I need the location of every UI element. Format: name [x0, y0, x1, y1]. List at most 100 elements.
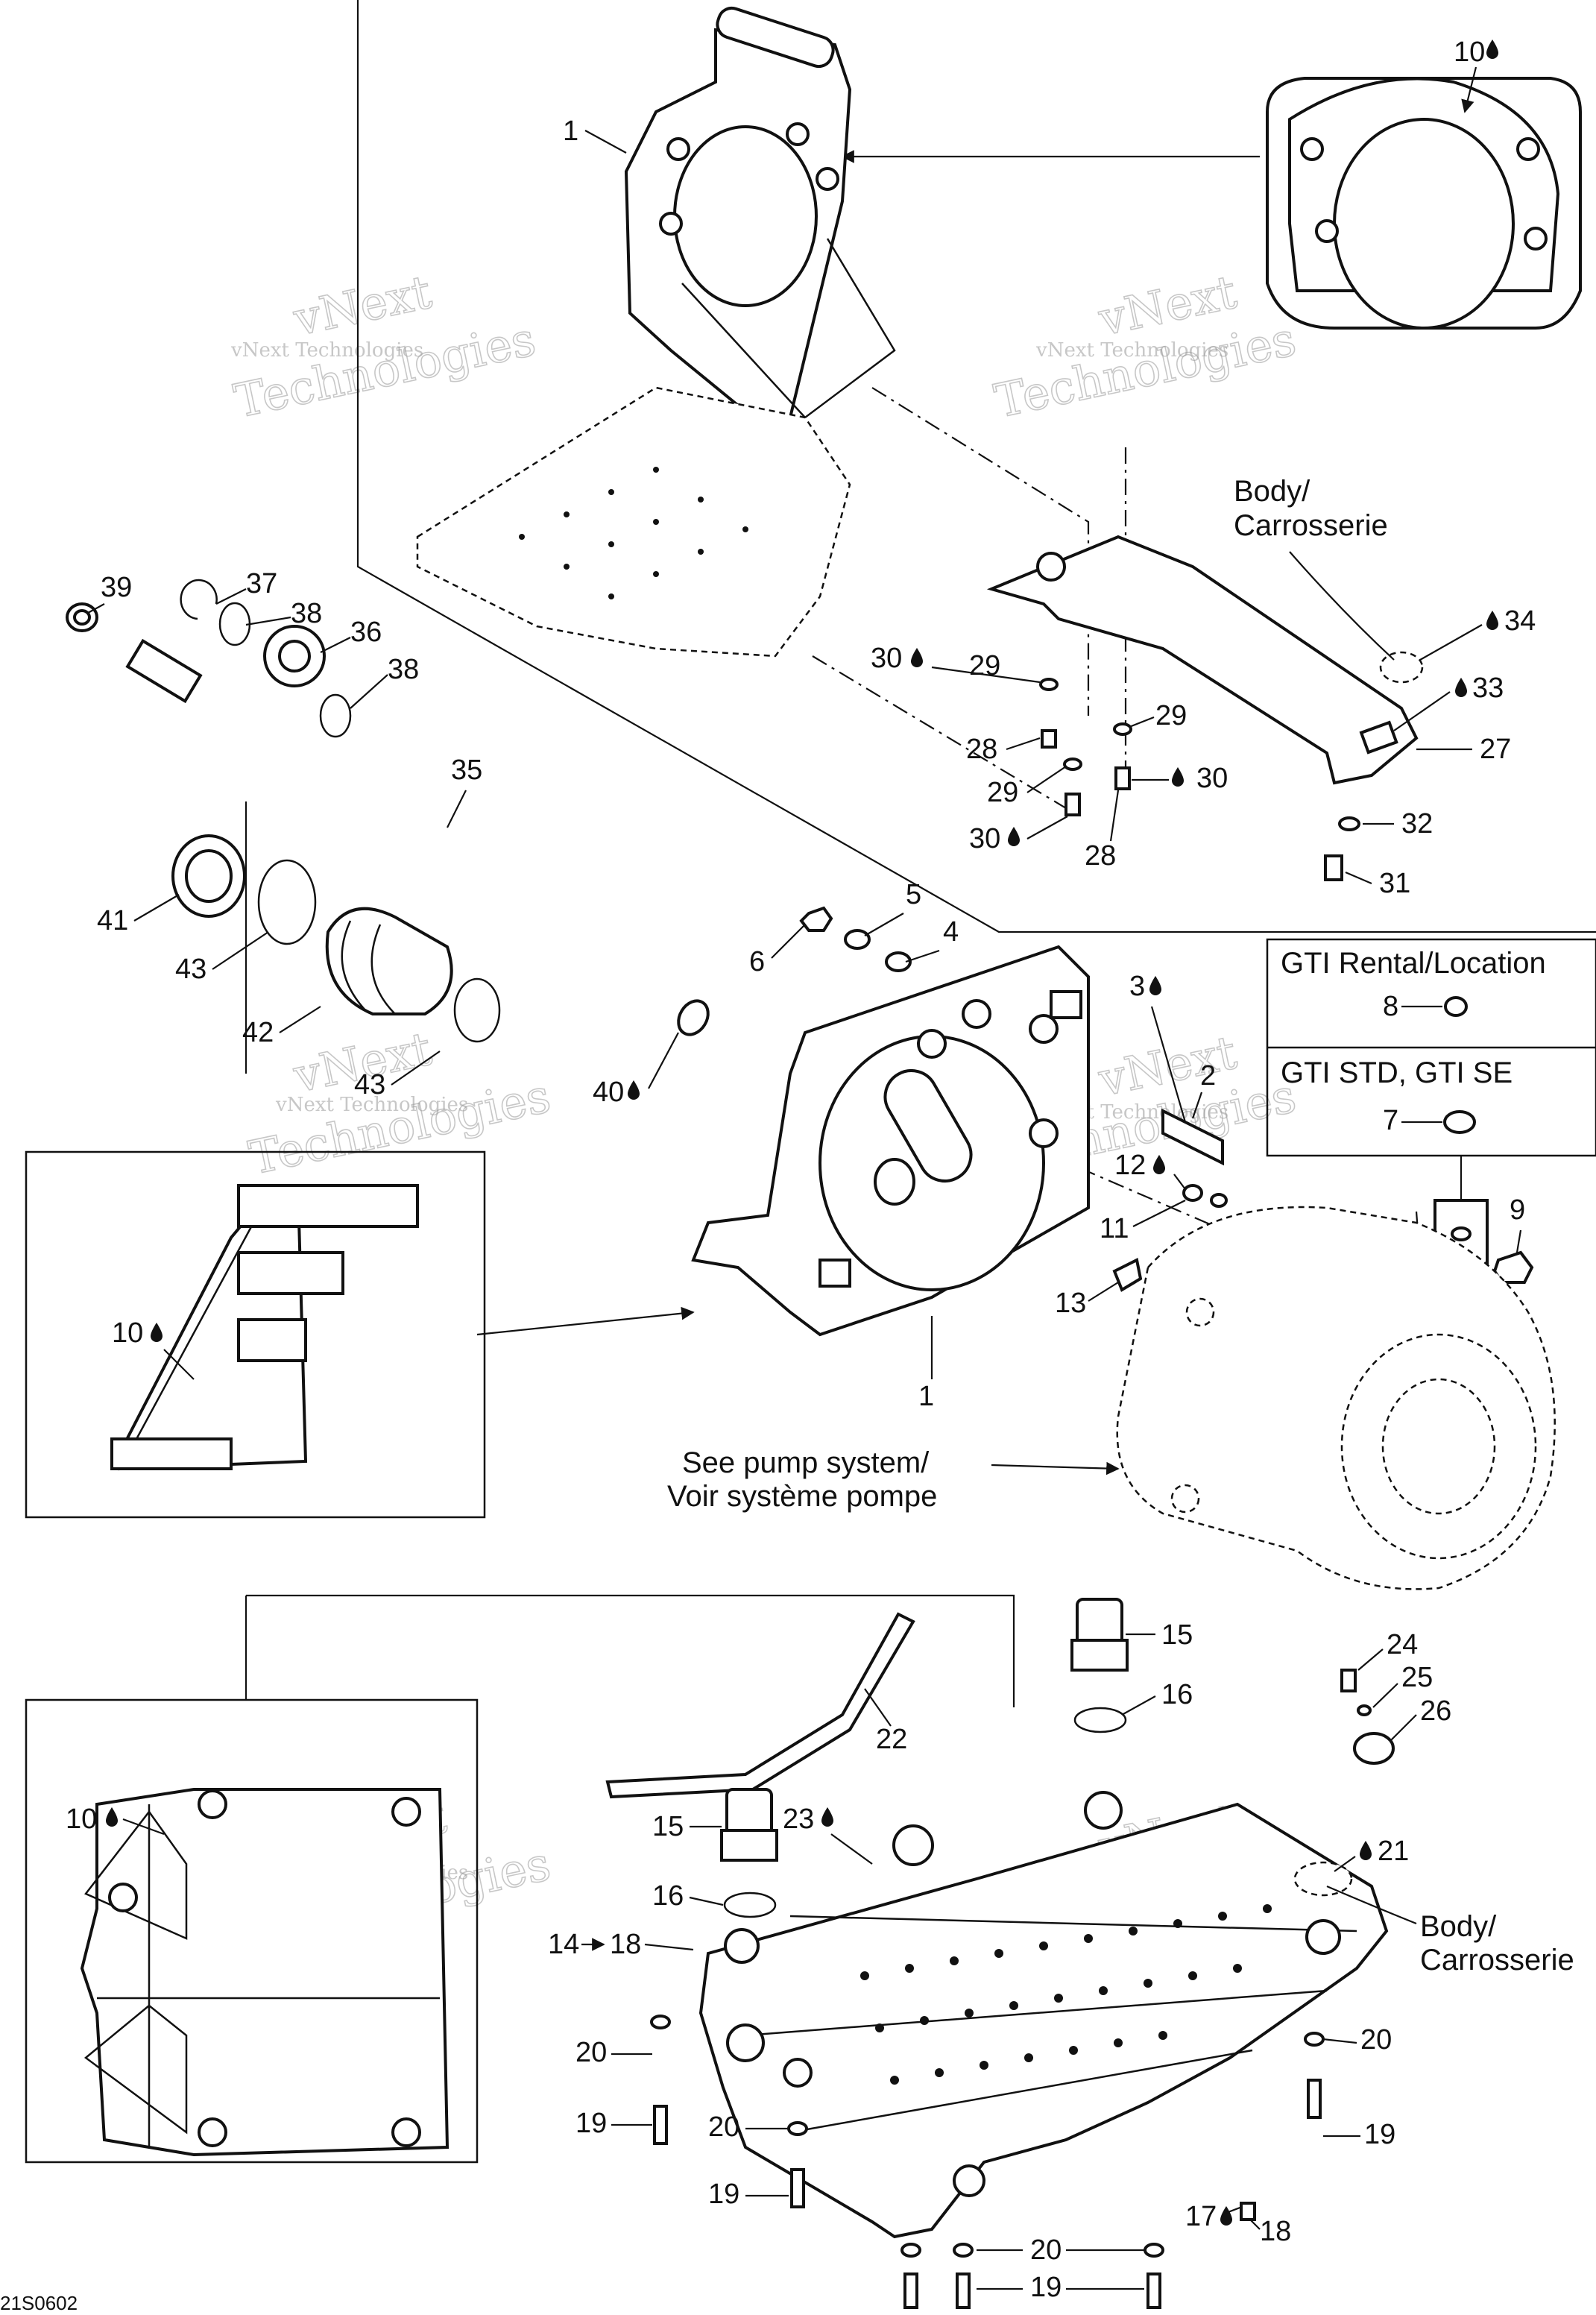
svg-text:11: 11 [1100, 1213, 1129, 1244]
svg-text:35: 35 [451, 755, 482, 786]
circlip-37 [180, 579, 218, 620]
svg-text:43: 43 [175, 954, 206, 985]
fitting-15-left [720, 1788, 778, 1918]
callout-1-top: 1 [563, 116, 627, 154]
svg-text:Carrosserie: Carrosserie [1234, 509, 1388, 542]
svg-text:41: 41 [97, 905, 128, 936]
svg-text:10: 10 [112, 1317, 143, 1349]
svg-text:20: 20 [575, 2037, 607, 2068]
svg-text:5: 5 [906, 879, 921, 910]
svg-text:37: 37 [246, 568, 277, 599]
svg-text:6: 6 [749, 946, 765, 977]
svg-text:32: 32 [1401, 808, 1433, 840]
body-note-top: Body/ Carrosserie [1234, 475, 1388, 542]
svg-text:39: 39 [101, 572, 132, 603]
seal-carrier-36 [263, 625, 326, 687]
svg-text:10: 10 [1454, 37, 1485, 68]
svg-text:30: 30 [1196, 763, 1228, 794]
svg-text:29: 29 [987, 777, 1018, 808]
callouts-bottom: 15 16 24 25 26 22 15 23 16 21 Body/ Carr… [548, 1619, 1574, 2303]
svg-text:Carrosserie: Carrosserie [1420, 1944, 1574, 1977]
svg-text:2: 2 [1200, 1060, 1216, 1092]
svg-text:Body/: Body/ [1234, 475, 1310, 508]
watermark-3: vNext Technologies vNext Technologies [244, 1021, 555, 1186]
svg-text:38: 38 [388, 654, 419, 685]
svg-text:18: 18 [1260, 2216, 1291, 2247]
svg-text:26: 26 [1420, 1695, 1451, 1727]
svg-text:19: 19 [708, 2179, 739, 2210]
svg-text:28: 28 [1085, 840, 1116, 872]
svg-text:31: 31 [1379, 868, 1410, 899]
body-mount-21 [1293, 1861, 1353, 1897]
svg-text:3: 3 [1129, 971, 1145, 1002]
support-bracket-27 [986, 535, 1419, 785]
svg-text:Technologies: Technologies [230, 312, 540, 429]
svg-text:34: 34 [1504, 605, 1536, 637]
svg-text:7: 7 [1383, 1105, 1398, 1136]
svg-text:29: 29 [1155, 700, 1187, 731]
svg-text:19: 19 [1364, 2119, 1395, 2150]
svg-text:22: 22 [876, 1724, 907, 1755]
svg-text:13: 13 [1055, 1288, 1086, 1319]
svg-text:20: 20 [708, 2111, 739, 2143]
svg-text:GTI STD, GTI SE: GTI STD, GTI SE [1281, 1056, 1513, 1089]
svg-text:23: 23 [783, 1804, 814, 1835]
o-ring-38-a [218, 602, 251, 646]
boot-42 [325, 907, 453, 1015]
svg-text:38: 38 [291, 598, 322, 629]
fasteners-housing [799, 906, 1534, 1292]
svg-text:vNext Technologies: vNext Technologies [230, 339, 423, 362]
ghost-plate-holes [519, 467, 748, 599]
pump-note: See pump system/ Voir système pompe [667, 1446, 1120, 1513]
svg-text:vNext Technologies: vNext Technologies [275, 1094, 468, 1116]
svg-text:30: 30 [969, 823, 1000, 854]
svg-text:14: 14 [548, 1929, 579, 1960]
svg-text:9: 9 [1510, 1194, 1525, 1226]
svg-text:15: 15 [1161, 1619, 1193, 1651]
svg-text:40: 40 [593, 1077, 624, 1108]
svg-text:16: 16 [1161, 1679, 1193, 1710]
housing-top [624, 6, 896, 419]
pump-ghost [1116, 1206, 1556, 1590]
svg-text:1: 1 [918, 1381, 934, 1412]
svg-text:33: 33 [1472, 673, 1504, 704]
bottom-bolts [650, 2015, 1325, 2309]
svg-text:vNext: vNext [288, 265, 436, 347]
svg-text:19: 19 [575, 2108, 607, 2139]
watermark-1: vNext Technologies vNext Technologies [229, 264, 540, 429]
svg-text:Body/: Body/ [1420, 1910, 1497, 1943]
svg-text:42: 42 [242, 1017, 274, 1048]
bearing-39 [66, 602, 98, 632]
callouts-bracket: 30 29 28 29 29 30 30 28 34 33 27 32 31 [871, 605, 1536, 899]
svg-text:20: 20 [1030, 2234, 1062, 2266]
svg-text:17: 17 [1185, 2201, 1217, 2232]
svg-text:vNext Technologies: vNext Technologies [1035, 339, 1228, 362]
ring-41 [171, 834, 246, 918]
svg-text:21: 21 [1378, 1836, 1409, 1867]
watermark-2: vNext Technologies vNext Technologies [989, 264, 1301, 429]
svg-text:28: 28 [966, 734, 997, 765]
grommet-26 [1340, 1669, 1395, 1765]
svg-text:25: 25 [1401, 1662, 1433, 1693]
clamp-43-b [453, 977, 501, 1043]
ride-plate-ghost [416, 386, 851, 658]
variant-table: GTI Rental/Location 8 GTI STD, GTI SE 7 [1266, 938, 1596, 1269]
callout-1-main: 1 [918, 1316, 934, 1412]
drive-shaft [120, 638, 710, 1036]
detail-view-10-bottom: 10 [25, 1698, 479, 2164]
clamp-43-a [257, 859, 317, 945]
body-mount-34 [1379, 651, 1424, 684]
housing-main [691, 945, 1090, 1337]
fasteners-bracket [1039, 678, 1360, 881]
diagram-code: 21S0602 [0, 2292, 78, 2314]
svg-text:Technologies: Technologies [245, 1068, 555, 1185]
svg-text:8: 8 [1383, 991, 1398, 1022]
svg-text:18: 18 [610, 1929, 641, 1960]
svg-text:1: 1 [563, 116, 578, 147]
fitting-15-right [1070, 1598, 1129, 1733]
svg-text:4: 4 [943, 916, 959, 948]
strip-22 [605, 1612, 915, 1799]
svg-text:19: 19 [1030, 2272, 1062, 2303]
svg-text:29: 29 [969, 650, 1000, 681]
